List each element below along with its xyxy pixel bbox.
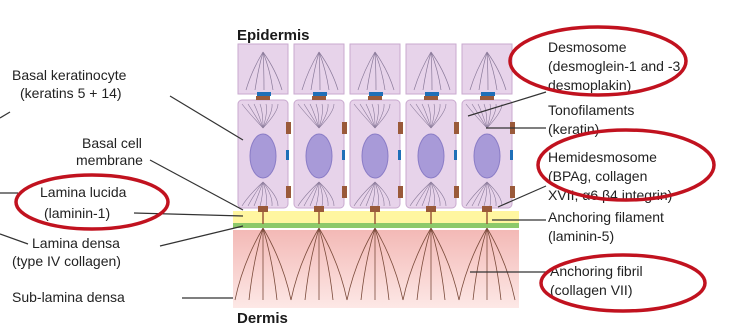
lamina-densa-band (233, 223, 519, 228)
keratinocyte-cells (238, 44, 515, 208)
desmosome (510, 186, 515, 198)
leader-basal-cell-membrane (150, 160, 243, 210)
desmosome-top (425, 92, 439, 96)
anchoring-filament-label: Anchoring filament (laminin-5) (548, 209, 668, 244)
desmosome-small (398, 150, 401, 160)
hemidesmosome (426, 206, 436, 212)
nucleus (418, 134, 444, 178)
lamina-lucida-band (233, 211, 519, 223)
basal-cell-membrane-label: Basal cell membrane (76, 135, 146, 168)
desmosome-small (510, 150, 513, 160)
basal-keratinocyte-label: Basal keratinocyte (keratins 5 + 14) (12, 67, 130, 101)
desmosome (398, 122, 403, 134)
epidermis-label: Epidermis (237, 27, 310, 44)
upper-cell (294, 44, 344, 94)
leader-edge-left-top (0, 112, 10, 118)
leader-lamina-densa (160, 226, 243, 246)
desmosome-label: Desmosome (desmoglein-1 and -3, desmopla… (548, 39, 688, 93)
dermis-region (233, 230, 519, 308)
desmosome-row (424, 96, 438, 100)
nucleus (250, 134, 276, 178)
dermis-label: Dermis (237, 310, 288, 325)
desmosome-top (257, 92, 271, 96)
upper-cell (406, 44, 456, 94)
hemidesmosome (482, 206, 492, 212)
hemidesmosome (258, 206, 268, 212)
desmosome-small (454, 150, 457, 160)
desmosome-row (256, 96, 270, 100)
desmosome (454, 122, 459, 134)
sub-lamina-densa-label: Sub-lamina densa (12, 289, 125, 305)
desmosome-row (480, 96, 494, 100)
desmosome-row (312, 96, 326, 100)
upper-cell (350, 44, 400, 94)
desmosome-small (342, 150, 345, 160)
desmosome-top (369, 92, 383, 96)
nucleus (362, 134, 388, 178)
lamina-densa-label: Lamina densa (type IV collagen) (12, 235, 124, 269)
upper-cell (462, 44, 512, 94)
desmosome-top (481, 92, 495, 96)
desmosome (342, 186, 347, 198)
nucleus (306, 134, 332, 178)
desmosome (454, 186, 459, 198)
desmosome-top (313, 92, 327, 96)
desmosome (286, 186, 291, 198)
leader-basal-keratinocyte (170, 96, 243, 140)
hemidesmosome (314, 206, 324, 212)
hemidesmosome-label: Hemidesmosome (BPAg, collagen XVII, α6 β… (548, 149, 672, 203)
desmosome (342, 122, 347, 134)
upper-cell (238, 44, 288, 94)
desmosome-small (286, 150, 289, 160)
desmosome (286, 122, 291, 134)
lamina-lucida-label: Lamina lucida (laminin-1) (40, 184, 130, 221)
anchoring-fibril-label: Anchoring fibril (collagen VII) (550, 263, 647, 298)
desmosome-row (368, 96, 382, 100)
desmosome (398, 186, 403, 198)
leader-edge-left-low (0, 234, 28, 244)
nucleus (474, 134, 500, 178)
leader-lamina-lucida (134, 213, 243, 216)
hemidesmosome (370, 206, 380, 212)
